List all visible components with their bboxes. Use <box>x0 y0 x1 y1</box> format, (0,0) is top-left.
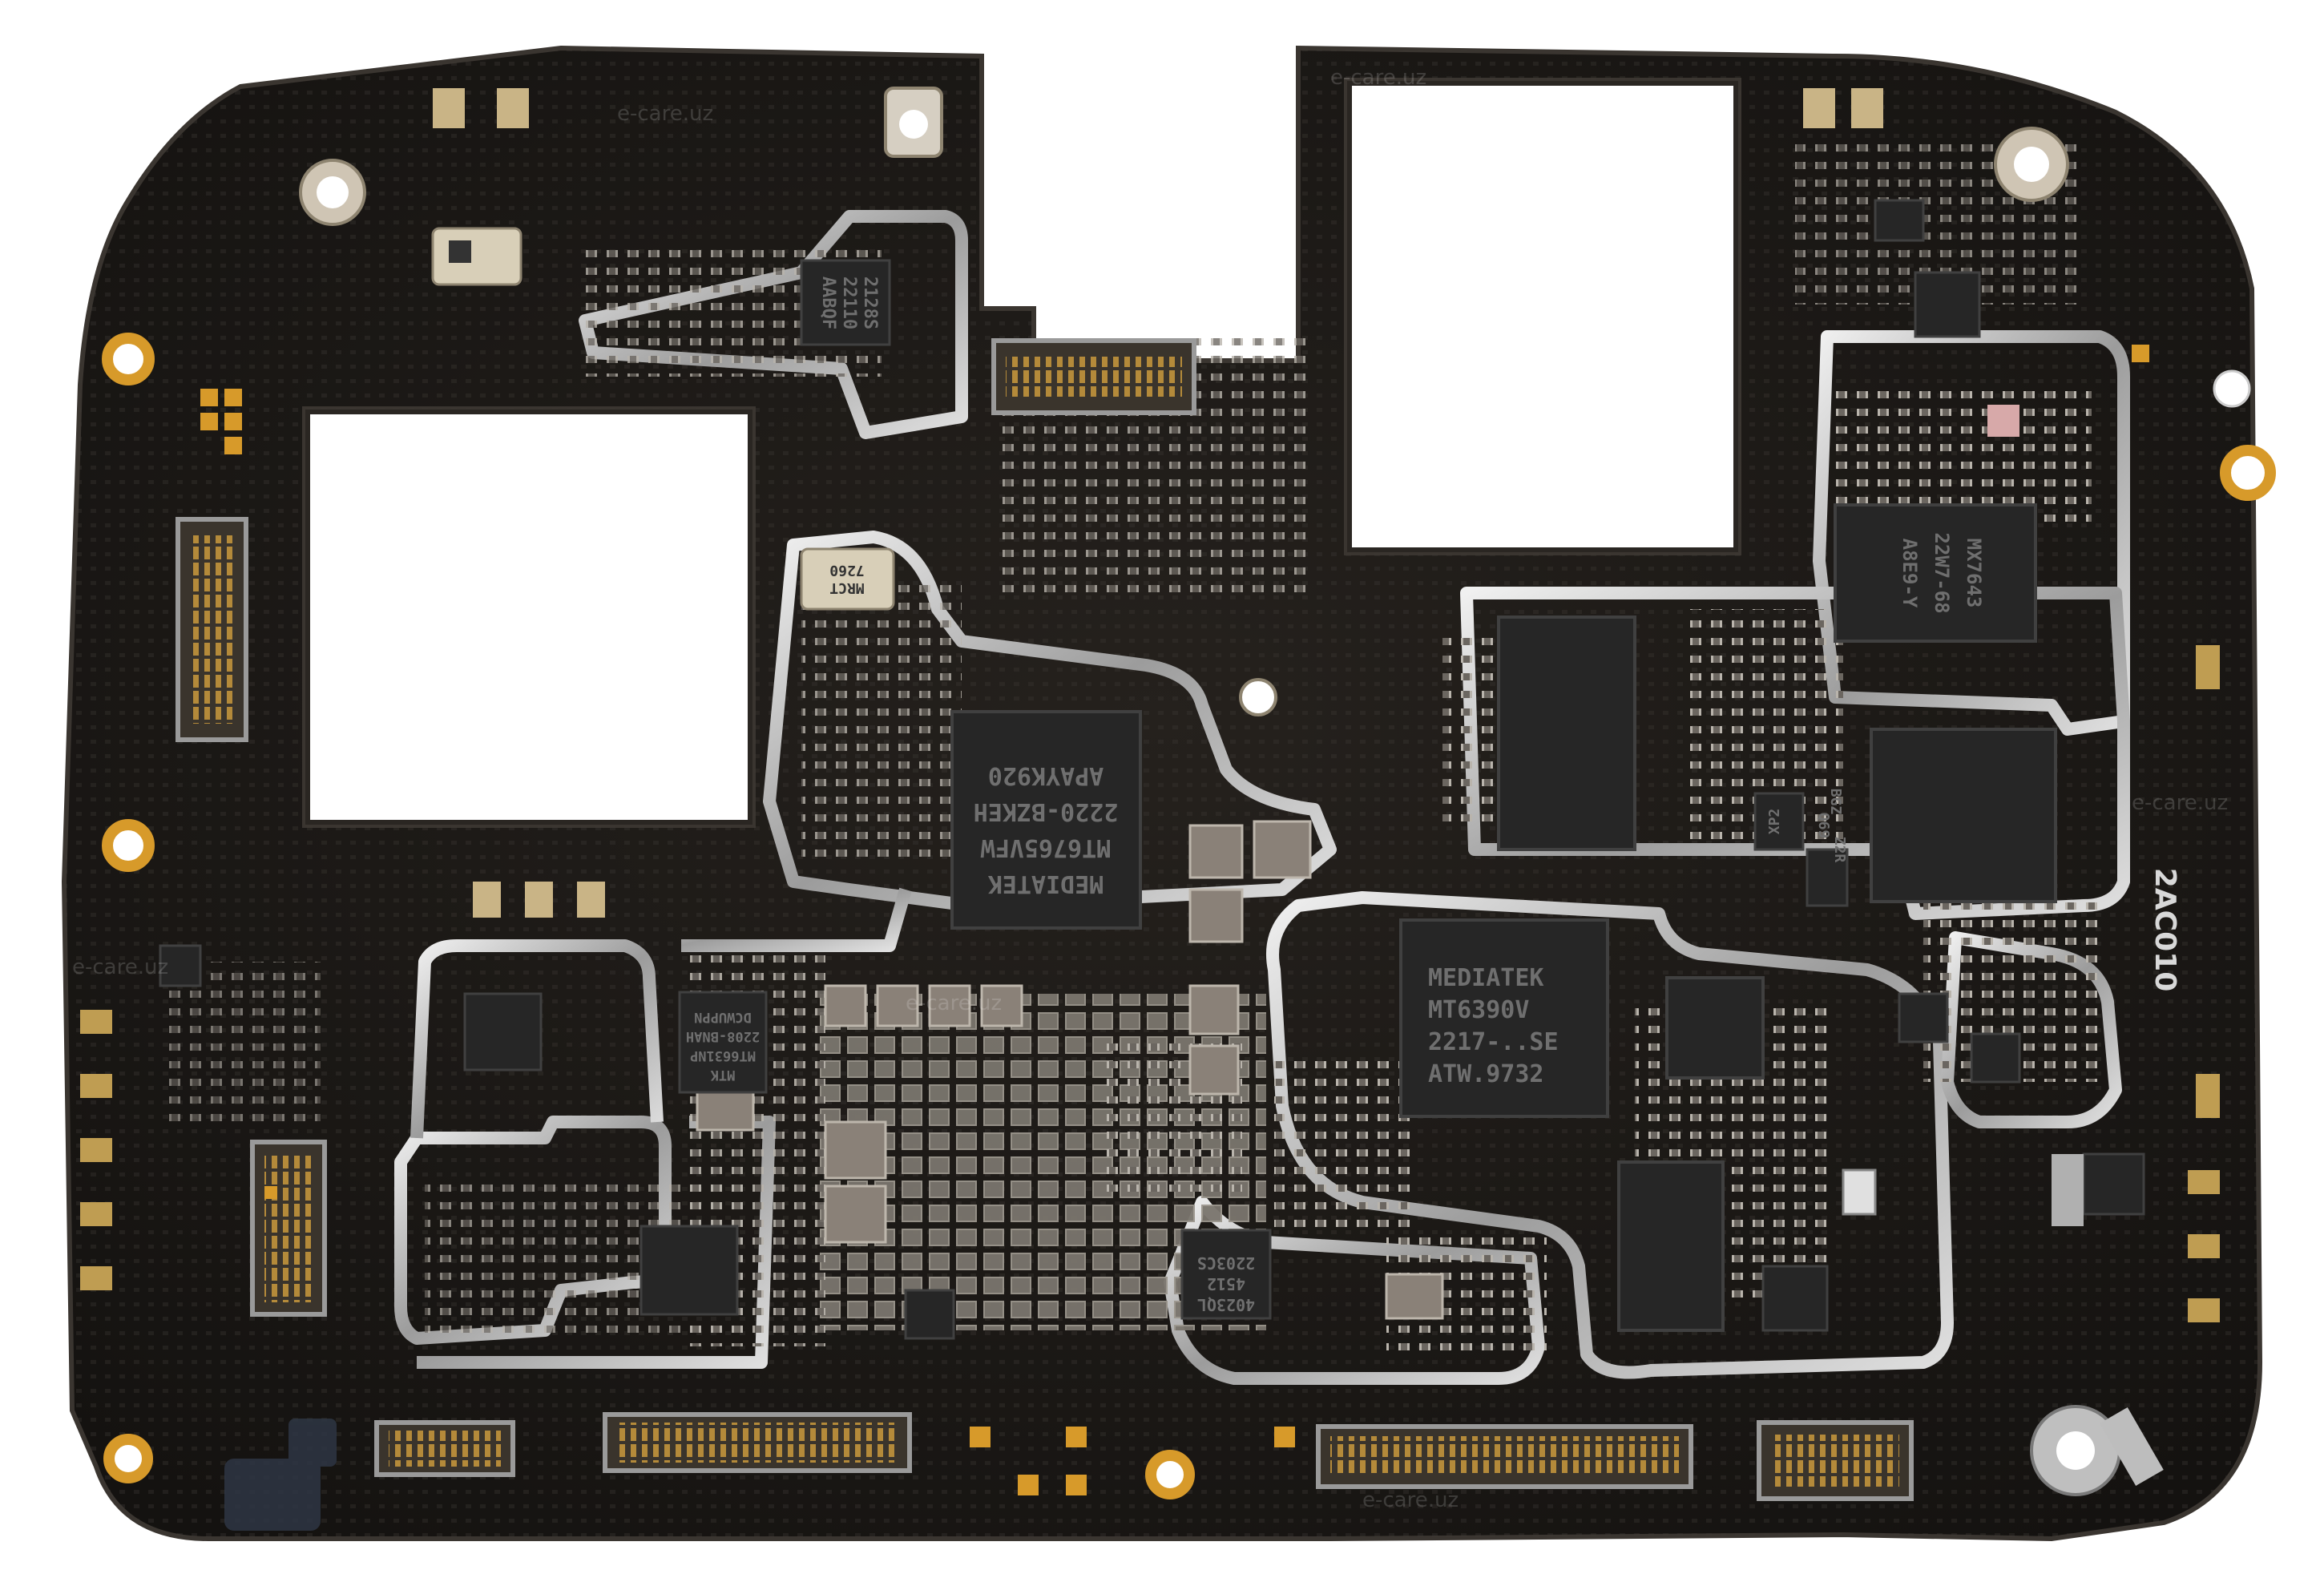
chip-top-line2: 22110 <box>839 276 859 329</box>
soc-line3: 2220-BZKEH <box>974 797 1119 825</box>
rf-line3: 2208-BNAH <box>686 1028 760 1044</box>
soc-line2: MT6765VFW <box>980 833 1111 862</box>
watermark-5: e-care.uz <box>1362 1488 1459 1512</box>
watermark-6: e-care.uz <box>2132 791 2228 815</box>
amp-line3: 2203CS <box>1197 1253 1255 1273</box>
rf-line1: MTK <box>710 1067 735 1083</box>
pmic-line4: ATW.9732 <box>1428 1060 1544 1088</box>
pmic-line1: MEDIATEK <box>1428 964 1544 992</box>
amp-line2: 4512 <box>1207 1274 1245 1294</box>
cutout-left <box>308 412 750 822</box>
mini-chip-1: XP2 <box>1766 809 1783 835</box>
inductors <box>696 820 1444 1320</box>
watermarks: e-care.uz e-care.uz e-care.uz e-care.uz … <box>72 66 2228 1512</box>
mini-chip-4: Z2R <box>1831 837 1848 863</box>
sensors <box>433 88 2164 1486</box>
watermark-1: e-care.uz <box>617 102 713 126</box>
rf-chip: MTK MT6631NP 2208-BNAH DCWUPPN <box>678 991 768 1094</box>
crystal-line2: 7260 <box>829 562 864 579</box>
chip-top-line3: AABQF <box>818 276 838 329</box>
crystal-oscillator: MRCT 7260 <box>431 227 895 611</box>
mini-chip-2: BGZ <box>1827 789 1844 815</box>
gold-pads <box>200 345 2149 1495</box>
small-ics <box>159 199 2145 1340</box>
amp-line1: 4023QL <box>1197 1295 1255 1314</box>
chip-markings: 2128S 22110 AABQF 4023QL 4512 2203CS XP2… <box>818 276 1848 1314</box>
watermark-4: e-care.uz <box>72 955 168 979</box>
cutout-left-border <box>305 410 752 825</box>
memory-chips: MX7643 22W7-68 A8E9-Y <box>1497 503 2057 1332</box>
watermark-3: e-care.uz <box>906 991 1002 1015</box>
side-contacts <box>80 645 2220 1322</box>
mem-line2: 22W7-68 <box>1931 532 1953 613</box>
chip-top-line1: 2128S <box>860 276 880 329</box>
pmic-chip: MEDIATEK MT6390V 2217-..SE ATW.9732 <box>1399 918 1609 1118</box>
screw-holes <box>299 87 2251 1496</box>
rf-line4: DCWUPPN <box>694 1009 752 1025</box>
rf-line2: MT6631NP <box>690 1047 756 1063</box>
watermark-2: e-care.uz <box>1330 66 1426 90</box>
soc-chip: MEDIATEK MT6765VFW 2220-BZKEH APAYK920 <box>950 710 1142 930</box>
mem-line3: A8E9-Y <box>1898 539 1921 608</box>
cutout-top <box>1350 83 1736 550</box>
pmic-line3: 2217-..SE <box>1428 1028 1559 1056</box>
pmic-line2: MT6390V <box>1428 996 1529 1024</box>
tape-patches <box>224 1419 337 1531</box>
cutout-top-border <box>1347 81 1738 552</box>
mem-line1: MX7643 <box>1963 539 1985 608</box>
mounting-holes <box>102 333 2276 1499</box>
mini-chip-3: Q69 <box>1815 813 1832 839</box>
crystal-line1: MRCT <box>829 579 865 596</box>
silkscreen-code: 2AC010 <box>2148 868 2181 991</box>
connectors <box>176 338 1914 1501</box>
soc-line4: APAYK920 <box>988 761 1104 789</box>
soc-line1: MEDIATEK <box>988 870 1104 898</box>
